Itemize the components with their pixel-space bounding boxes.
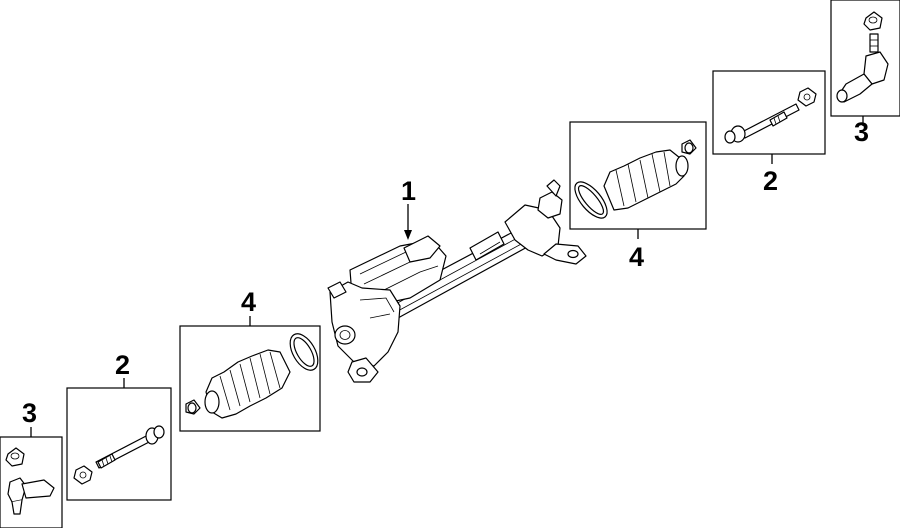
callout-2-left: 2 (115, 350, 130, 380)
callout-4-right: 4 (629, 242, 644, 272)
callout-4-left: 4 (241, 287, 256, 317)
callout-1: 1 (401, 176, 416, 206)
steering-gear-assembly: 1 (327, 176, 587, 383)
tie-rod-end-right: 3 (830, 0, 900, 147)
boot-kit-left: 4 (179, 287, 321, 432)
inner-tie-rod-right: 2 (712, 70, 826, 196)
callout-3-left: 3 (22, 398, 37, 428)
inner-tie-rod-left: 2 (66, 350, 172, 501)
boot-kit-right: 4 (569, 121, 707, 272)
callout-3-right: 3 (854, 117, 869, 147)
callout-2-right: 2 (763, 166, 778, 196)
tie-rod-end-left: 3 (0, 398, 63, 528)
